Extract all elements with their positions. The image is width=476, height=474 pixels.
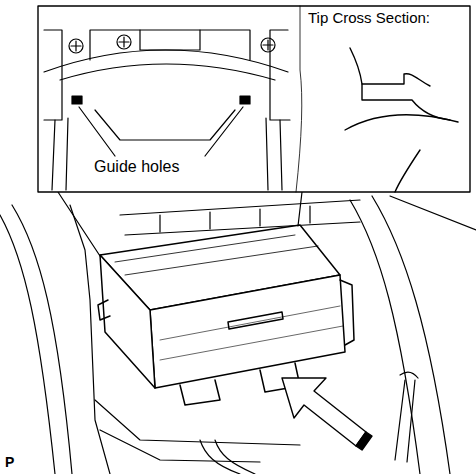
part-label: Guide holes: [92, 158, 181, 176]
inset-caption: Tip Cross Section:: [306, 10, 432, 27]
insertion-arrow: [282, 378, 372, 450]
inset-dashboard: [44, 30, 290, 190]
tip-cross-section: [296, 6, 458, 192]
inset-pointer: [58, 192, 302, 256]
detail-inset: [38, 6, 470, 192]
figure-mark: P: [3, 455, 16, 470]
console-outline: [0, 196, 476, 474]
leader-line: [79, 107, 243, 156]
